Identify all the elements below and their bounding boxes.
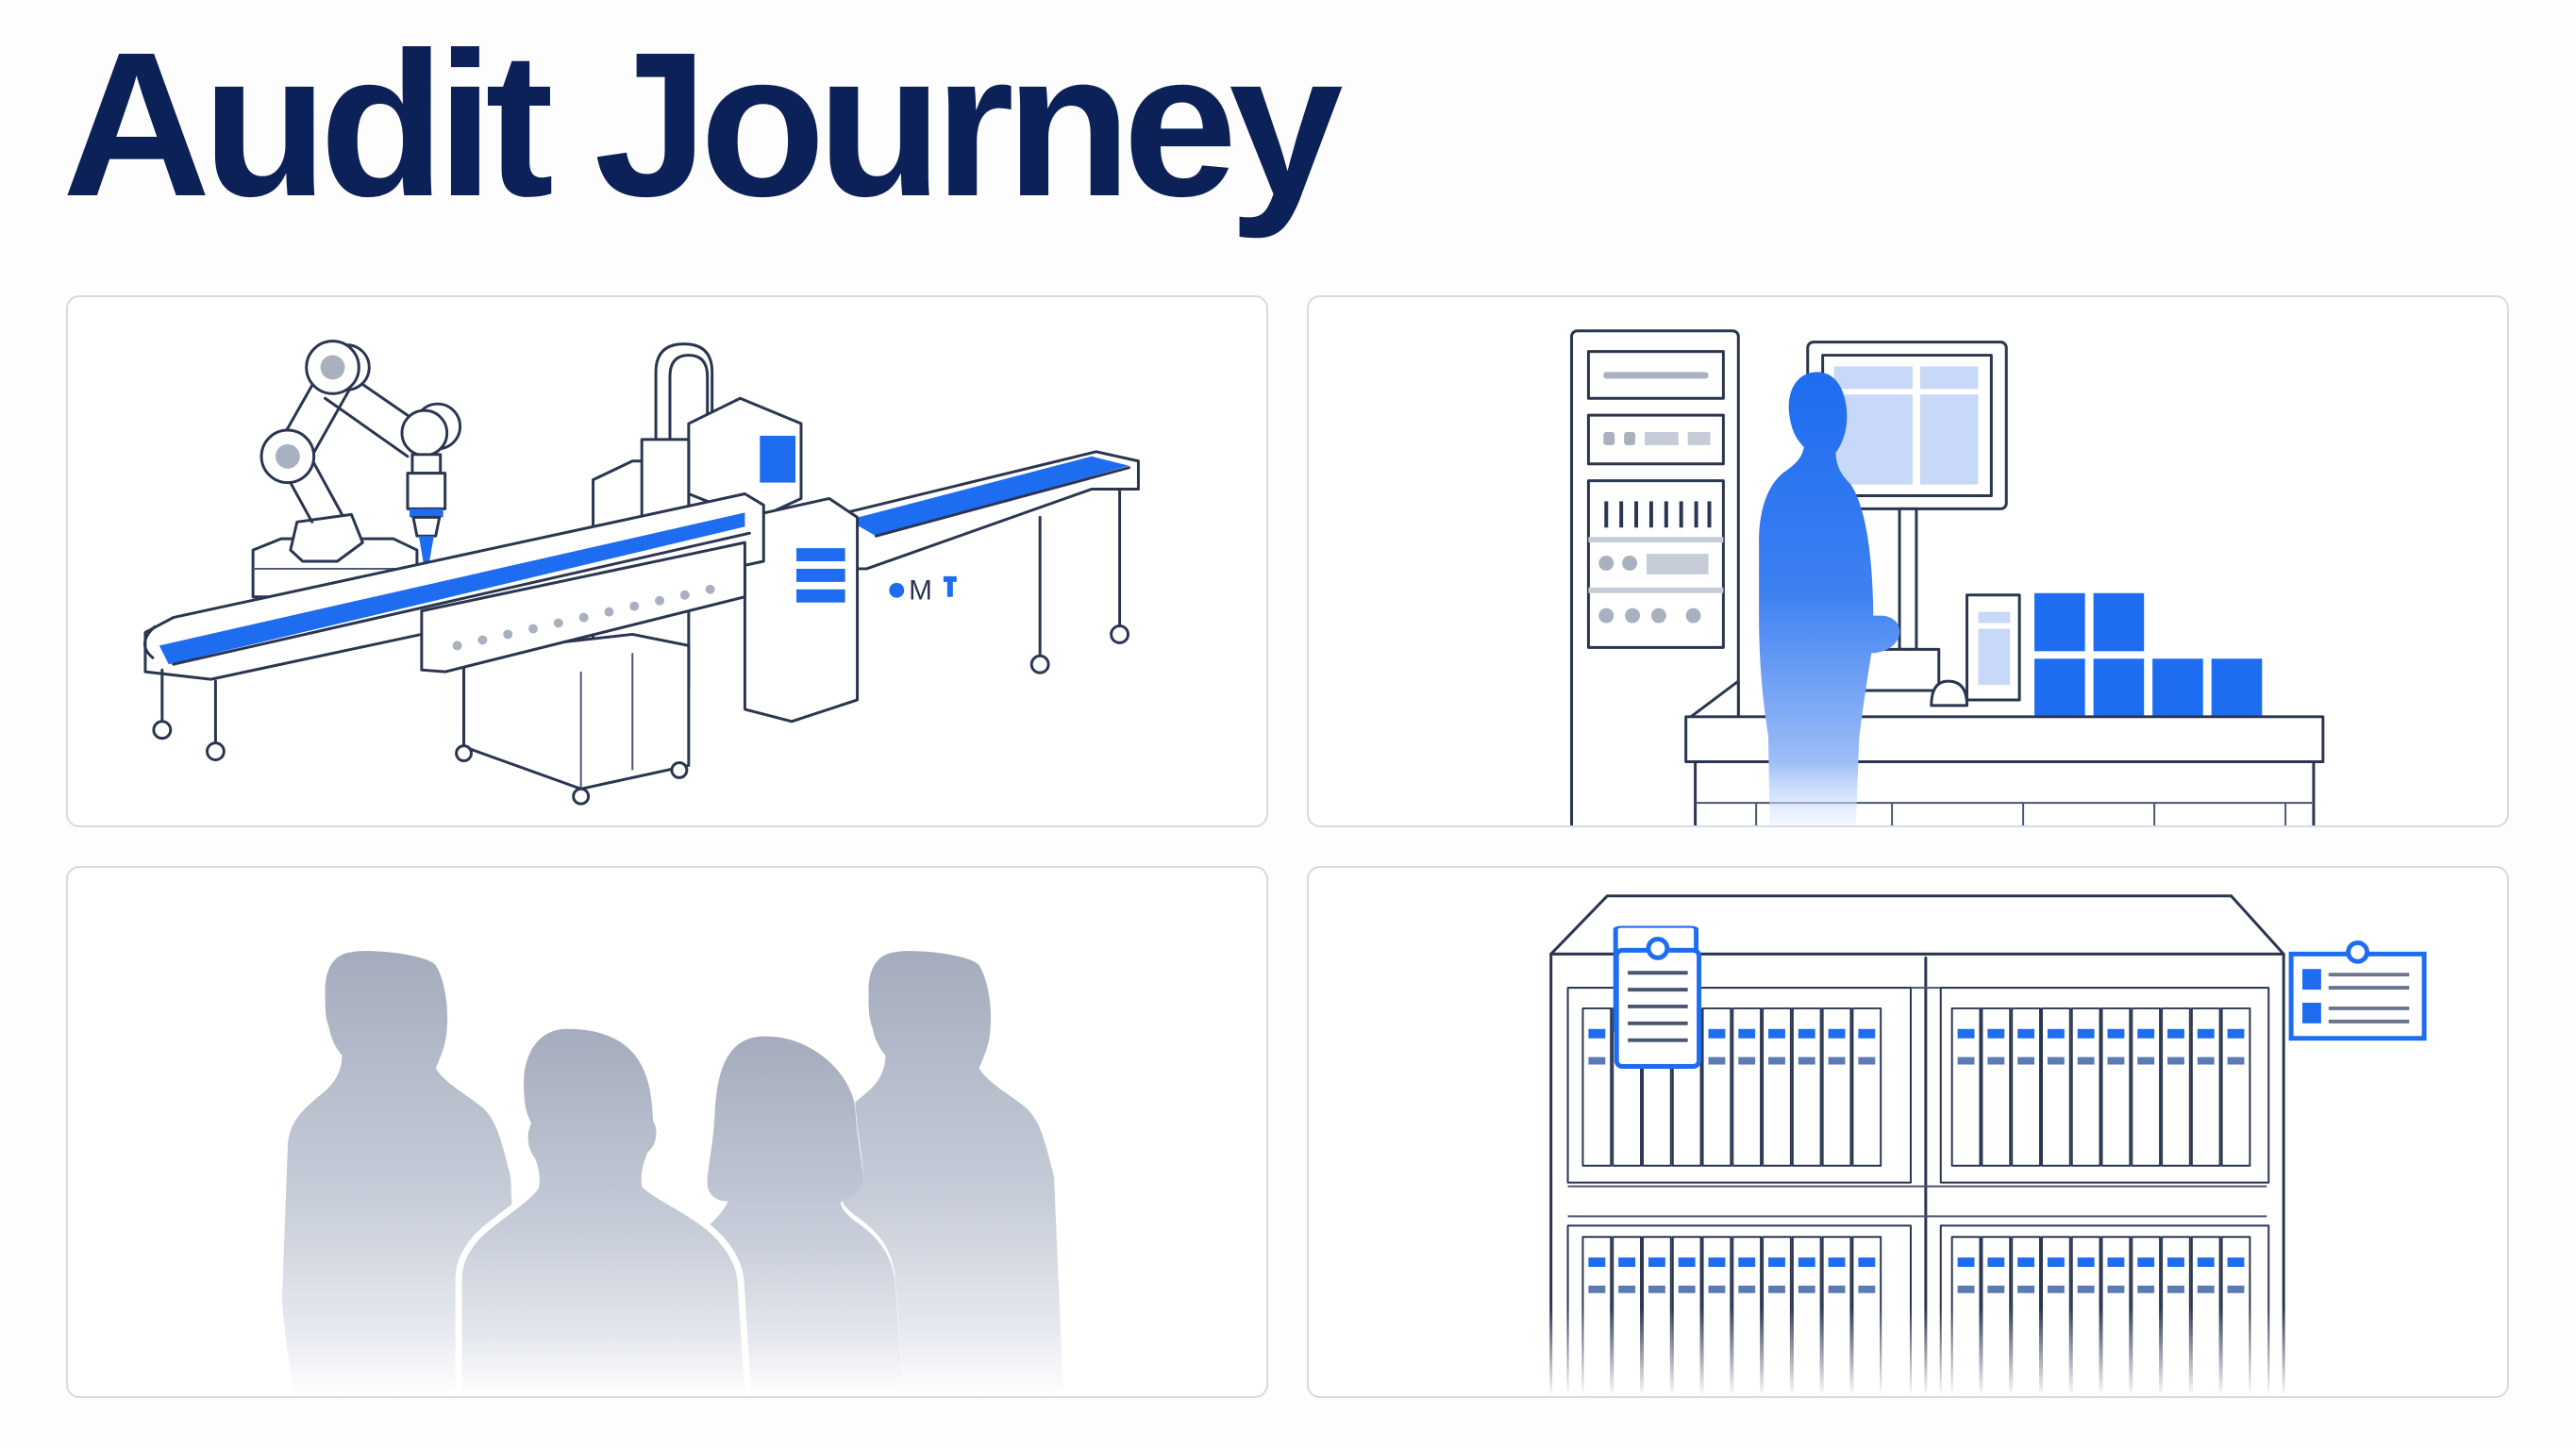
robotic-arm-conveyor-illustration: M: [142, 340, 1140, 806]
panel-records: [1307, 866, 2509, 1398]
page-title: Audit Journey: [62, 10, 1344, 240]
operator-control-station-illustration: [1570, 329, 2325, 825]
archive-shelves-illustration: [1311, 894, 2505, 1396]
panel-manufacturing: M: [66, 295, 1268, 827]
machine-label: M: [909, 575, 932, 607]
panel-team: [66, 866, 1268, 1398]
panel-control-station: [1307, 295, 2509, 827]
team-silhouettes-illustration: [281, 951, 1063, 1396]
